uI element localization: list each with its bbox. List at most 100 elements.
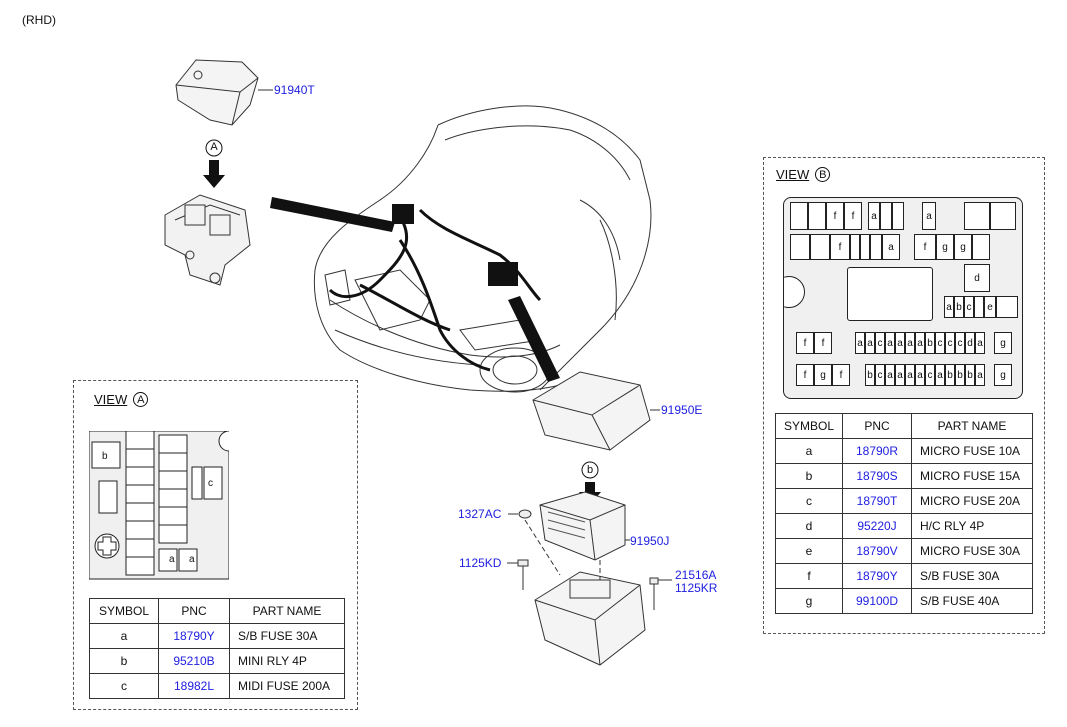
table-row: b 95210B MINI RLY 4P [89,648,345,674]
view-a-fusebox-shape [89,431,229,580]
fuse-cell: g [954,234,972,260]
callout-91940T[interactable]: 91940T [274,83,315,97]
row-symbol: a [775,438,843,464]
row-pnc[interactable]: 18790S [842,463,912,489]
marker-a-label: A [210,141,218,153]
header-symbol: SYMBOL [89,598,159,624]
row-pnc[interactable]: 18790Y [842,563,912,589]
fuse-cell: b [925,332,935,354]
wiring-harness [328,208,542,372]
fuse-cell [974,296,984,318]
row-symbol: c [89,673,159,699]
row-pnc[interactable]: 18790R [842,438,912,464]
table-row: a 18790Y S/B FUSE 30A [89,623,345,649]
callout-21516A[interactable]: 21516A [675,568,717,582]
callout-91950J[interactable]: 91950J [630,534,670,548]
view-a-fuse-a2: a [189,554,195,565]
view-a-fuse-c: c [208,478,213,489]
row-symbol: f [775,563,843,589]
lower-junction-box [534,571,646,666]
row-pnc[interactable]: 95210B [158,648,230,674]
fuse-cell: f [796,332,814,354]
view-b-letter: B [815,167,831,182]
row-pnc[interactable]: 95220J [842,513,912,539]
row-pnc[interactable]: 18982L [158,673,230,699]
view-b-label: VIEW [776,167,810,182]
row-symbol: a [89,623,159,649]
view-b-title: VIEW B [776,167,831,182]
view-a-fuse-b: b [102,451,108,462]
fuse-cell: b [965,364,975,386]
row-pnc[interactable]: 99100D [842,588,912,614]
fuse-cell: a [855,332,865,354]
junction-block-a [164,194,251,286]
row-pnc[interactable]: 18790Y [158,623,230,649]
view-a-label: VIEW [94,392,128,407]
header-symbol: SYMBOL [775,413,843,439]
header-part-name: PART NAME [911,413,1033,439]
row-part-name: MIDI FUSE 200A [229,673,345,699]
callout-1327AC[interactable]: 1327AC [458,507,502,521]
callout-1125KR[interactable]: 1125KR [675,581,718,595]
view-a-title: VIEW A [94,392,149,407]
fuse-cell: a [895,332,905,354]
fuse-cell: g [994,332,1012,354]
row-symbol: g [775,588,843,614]
row-part-name: MICRO FUSE 30A [911,538,1033,564]
row-part-name: H/C RLY 4P [911,513,1033,539]
fuse-cell: a [868,202,880,230]
row-pnc[interactable]: 18790T [842,488,912,514]
relay-block-a [392,204,414,224]
fuse-cell: g [936,234,954,260]
fuse-cell: c [875,332,885,354]
callout-91950E[interactable]: 91950E [661,403,703,417]
fuse-cell: a [885,364,895,386]
fuse-cell [964,202,990,230]
marker-a [203,139,225,188]
view-b-notch [784,276,805,308]
part-91950J [539,491,626,561]
part-91950E [532,371,651,451]
fuse-cell: a [882,234,900,260]
table-header-row: SYMBOL PNC PART NAME [775,413,1033,439]
fuse-cell [892,202,904,230]
view-a-fuse-a1: a [169,554,175,565]
fuse-cell: f [796,364,814,386]
fuse-cell: c [945,332,955,354]
row-pnc[interactable]: 18790V [842,538,912,564]
row-part-name: MICRO FUSE 20A [911,488,1033,514]
row-part-name: S/B FUSE 40A [911,588,1033,614]
fuse-cell: c [925,364,935,386]
row-part-name: MICRO FUSE 10A [911,438,1033,464]
fuse-cell: c [955,332,965,354]
fuse-cell: a [944,296,954,318]
fuse-cell [790,202,808,230]
row-symbol: d [775,513,843,539]
row-part-name: S/B FUSE 30A [229,623,345,649]
fuse-cell [996,296,1018,318]
fuse-cell: f [826,202,844,230]
fuse-cell: f [830,234,850,260]
view-b-relay-slot [847,267,933,321]
fuse-cell: a [915,364,925,386]
pointer-a [270,197,395,232]
fuse-cell: a [895,364,905,386]
fuse-cell: b [954,296,964,318]
header-pnc: PNC [158,598,230,624]
fuse-cell: d [964,264,990,292]
fuse-cell: b [865,364,875,386]
callout-1125KD[interactable]: 1125KD [459,556,502,570]
fuse-cell: a [975,332,985,354]
fuse-cell: g [994,364,1012,386]
fuse-cell: a [922,202,936,230]
relay-block-b [488,262,518,286]
fuse-cell [860,234,870,260]
fuse-cell: e [984,296,996,318]
fuse-cell: f [814,332,832,354]
fuse-cell: a [885,332,895,354]
table-header-row: SYMBOL PNC PART NAME [89,598,345,624]
fuse-cell: d [965,332,975,354]
